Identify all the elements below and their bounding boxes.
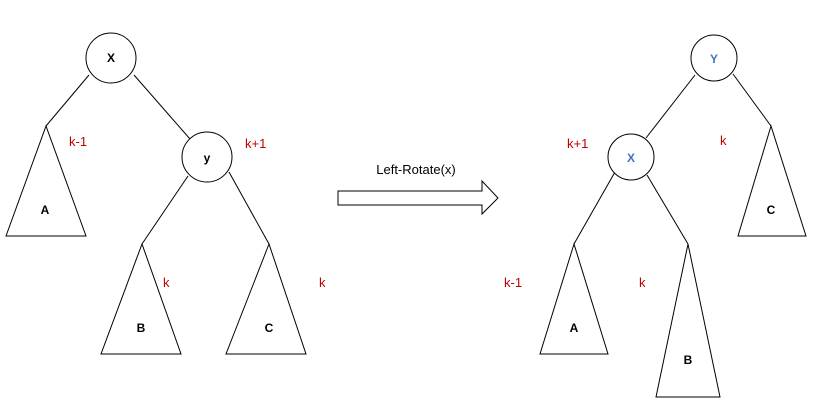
rotation-arrow: Left-Rotate(x) xyxy=(337,162,499,216)
edge-y-c xyxy=(228,171,270,245)
edge-x-a xyxy=(45,74,90,127)
subtree-a-label: A xyxy=(41,203,50,217)
subtree-c-triangle xyxy=(225,242,307,355)
subtree-c-triangle xyxy=(737,124,807,237)
edge-x-b xyxy=(646,174,689,245)
node-x-label: X xyxy=(627,151,635,165)
operation-label: Left-Rotate(x) xyxy=(376,162,455,177)
subtree-b-triangle xyxy=(655,243,721,398)
height-a-label: k-1 xyxy=(504,275,522,290)
height-c-label: k xyxy=(319,275,326,290)
subtree-a-label: A xyxy=(570,321,579,335)
height-a-label: k-1 xyxy=(69,134,87,149)
height-c-label: k xyxy=(720,133,727,148)
height-b-label: k xyxy=(639,275,646,290)
subtree-b-label: B xyxy=(137,321,146,335)
subtree-a-triangle xyxy=(539,242,609,355)
right-tree: Y X C A B k+1 k k-1 k xyxy=(504,34,807,398)
edge-y-b xyxy=(141,175,189,245)
subtree-b-triangle xyxy=(100,242,182,355)
height-b-label: k xyxy=(163,275,170,290)
height-y-label: k+1 xyxy=(245,136,266,151)
subtree-c-label: C xyxy=(265,321,274,335)
edge-y-x xyxy=(645,74,696,139)
node-x-label: X xyxy=(107,51,115,65)
height-x-label: k+1 xyxy=(567,136,588,151)
edge-x-y xyxy=(133,74,191,140)
node-x-circle xyxy=(607,133,655,181)
subtree-a-triangle xyxy=(5,124,87,237)
node-x-circle xyxy=(85,32,137,84)
edge-y-c xyxy=(732,73,772,127)
node-y-label: Y xyxy=(710,52,718,66)
subtree-b-label: B xyxy=(684,353,693,367)
edge-x-a xyxy=(573,171,616,245)
subtree-c-label: C xyxy=(767,203,776,217)
node-y-circle xyxy=(181,131,233,183)
left-tree: X y A B C k-1 k+1 k k xyxy=(5,32,326,355)
node-y-label: y xyxy=(204,151,211,165)
node-y-circle xyxy=(690,34,738,82)
right-arrow-icon xyxy=(337,179,499,216)
